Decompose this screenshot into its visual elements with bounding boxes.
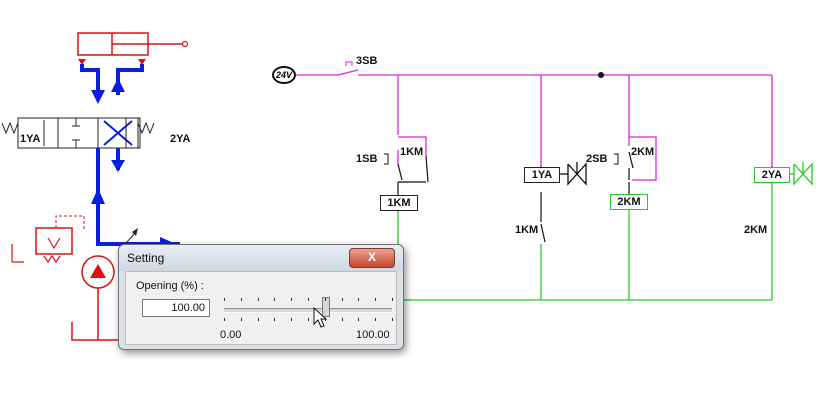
supply-24v-symbol: 24V xyxy=(272,66,296,84)
electrical-circuit xyxy=(296,61,813,301)
slider-tick xyxy=(358,318,359,321)
label-2sb: 2SB xyxy=(586,153,608,165)
slider-tick xyxy=(308,298,309,301)
slider-tick xyxy=(291,298,292,301)
slider-tick xyxy=(392,318,393,321)
solenoid-valve-2ya[interactable] xyxy=(788,162,813,186)
slider-tick xyxy=(342,298,343,301)
label-1km-contact: 1KM xyxy=(400,146,424,158)
valve-label-2ya: 2YA xyxy=(170,133,191,145)
opening-label: Opening (%) : xyxy=(136,280,204,292)
opening-value-input[interactable]: 100.00 xyxy=(142,299,210,317)
slider-tick xyxy=(224,298,225,301)
hydraulic-flow-lower xyxy=(96,148,180,246)
slider-tick xyxy=(375,318,376,321)
label-3sb: 3SB xyxy=(356,55,378,67)
slider-tick xyxy=(241,318,242,321)
slider-min-label: 0.00 xyxy=(220,329,242,341)
coil-1km[interactable]: 1KM xyxy=(380,195,418,211)
valve-label-1ya: 1YA xyxy=(20,133,41,145)
label-1km-contact-b: 1KM xyxy=(515,224,539,236)
slider-tick xyxy=(258,318,259,321)
slider-tick xyxy=(274,318,275,321)
coil-1ya[interactable]: 1YA xyxy=(524,167,560,183)
mouse-cursor-icon xyxy=(313,307,328,328)
close-button[interactable]: X xyxy=(349,248,395,268)
solenoid-valve-1ya[interactable] xyxy=(558,162,587,186)
opening-slider-track[interactable] xyxy=(224,308,392,313)
label-2km-contact: 2KM xyxy=(631,146,655,158)
directional-valve[interactable] xyxy=(1,117,155,149)
slider-tick xyxy=(392,298,393,301)
slider-tick xyxy=(325,298,326,301)
coil-2ya[interactable]: 2YA xyxy=(754,167,790,183)
dialog-titlebar[interactable]: Setting X xyxy=(119,245,403,271)
hydraulic-pump[interactable] xyxy=(71,255,118,341)
slider-tick xyxy=(308,318,309,321)
coil-2km[interactable]: 2KM xyxy=(610,194,648,210)
label-1sb: 1SB xyxy=(356,153,378,165)
slider-tick xyxy=(241,298,242,301)
slider-tick xyxy=(342,318,343,321)
dialog-title: Setting xyxy=(127,251,165,265)
hydraulic-circuit xyxy=(1,32,189,341)
slider-tick xyxy=(375,298,376,301)
junction-dot xyxy=(598,72,604,78)
switch-3sb[interactable] xyxy=(337,61,359,76)
slider-max-label: 100.00 xyxy=(356,329,390,341)
setting-dialog: Setting X Opening (%) : 100.00 0.00 100.… xyxy=(118,244,404,350)
relief-valve[interactable] xyxy=(11,215,85,264)
hydraulic-cylinder[interactable] xyxy=(77,32,189,65)
slider-tick xyxy=(291,318,292,321)
opening-slider-thumb[interactable] xyxy=(322,297,330,317)
dialog-client: Opening (%) : 100.00 0.00 100.00 xyxy=(125,271,397,345)
slider-tick xyxy=(258,298,259,301)
slider-tick xyxy=(274,298,275,301)
label-2km-contact-b: 2KM xyxy=(744,224,768,236)
slider-tick xyxy=(224,318,225,321)
slider-tick xyxy=(358,298,359,301)
